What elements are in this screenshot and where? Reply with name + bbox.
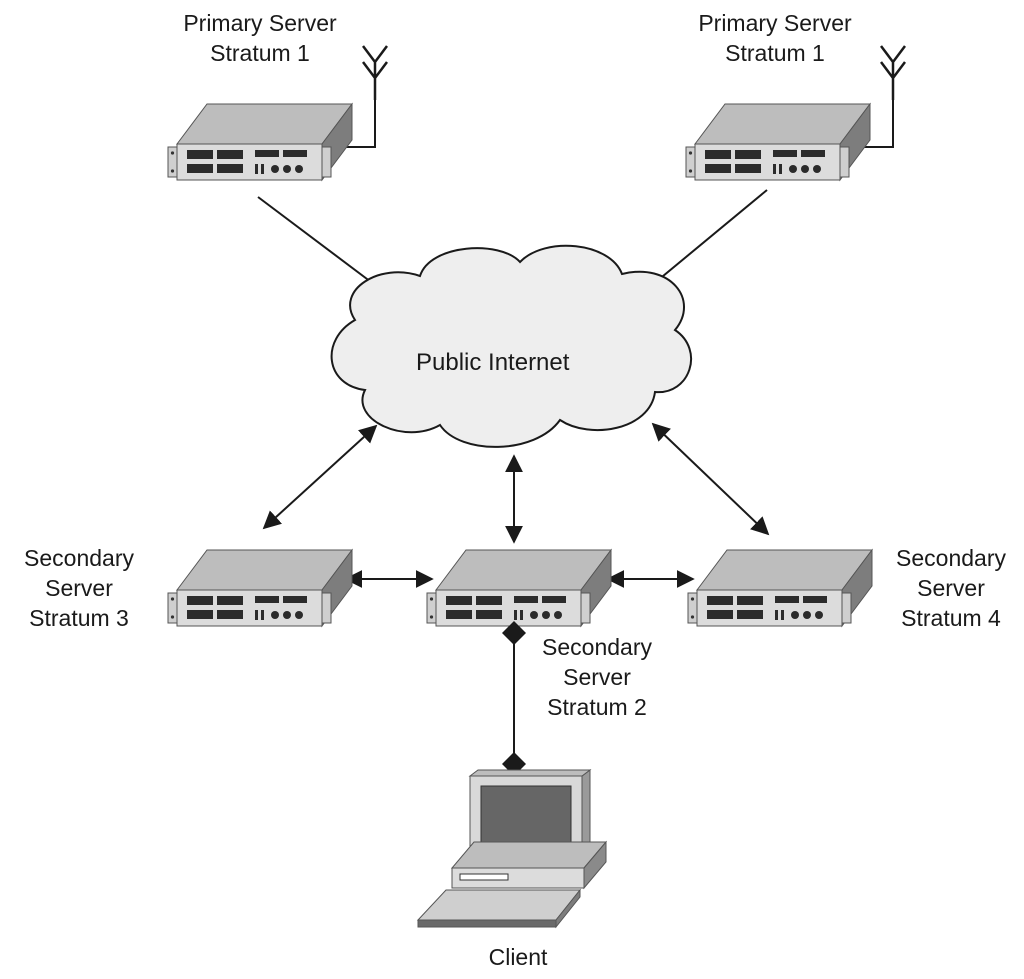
- primary-server-right-icon: [685, 103, 871, 181]
- primary-server-right-label: Primary Server Stratum 1: [698, 10, 852, 66]
- link-cloud-stratum3: [262, 424, 378, 530]
- internet-cloud-shape: [330, 244, 693, 448]
- secondary-server-stratum4-label: Secondary Server Stratum 4: [896, 545, 1006, 631]
- secondary-server-stratum2-icon: [426, 549, 612, 627]
- secondary-server-stratum2-label: Secondary Server Stratum 2: [542, 634, 652, 720]
- link-cloud-stratum4: [651, 422, 770, 536]
- secondary-server-stratum3-label: Secondary Server Stratum 3: [24, 545, 134, 631]
- client-computer-icon: [416, 769, 608, 929]
- client-label: Client: [488, 944, 548, 970]
- antenna-icon: [341, 44, 389, 148]
- primary-server-left-label: Primary Server Stratum 1: [183, 10, 337, 66]
- link-primary-left: [257, 196, 376, 286]
- primary-server-left-icon: [167, 103, 353, 181]
- link-primary-right: [650, 189, 768, 287]
- antenna-icon: [860, 44, 907, 148]
- secondary-server-stratum3-icon: [167, 549, 353, 627]
- cloud-label: Public Internet: [416, 349, 570, 376]
- secondary-server-stratum4-icon: [687, 549, 873, 627]
